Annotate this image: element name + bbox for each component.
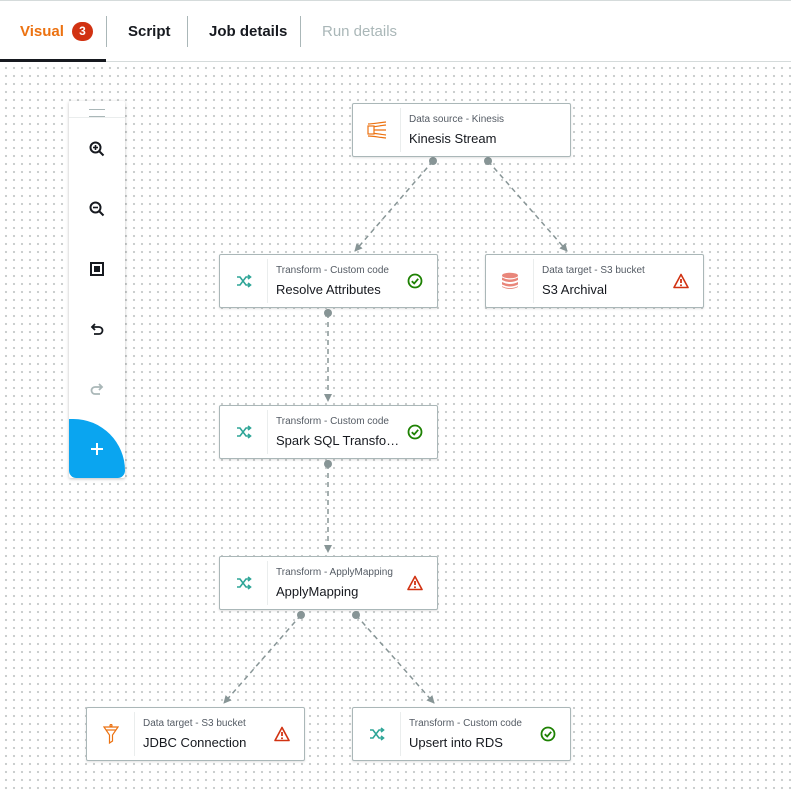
warning-icon (407, 575, 423, 591)
fit-to-screen-button[interactable] (85, 257, 109, 281)
redo-icon (90, 382, 104, 396)
success-icon (540, 726, 556, 742)
undo-icon (90, 322, 104, 336)
node-type-label: Data source - Kinesis (409, 114, 504, 125)
s3-bucket-icon (501, 272, 519, 290)
kinesis-icon (367, 121, 387, 139)
node-type-label: Data target - S3 bucket (143, 718, 246, 729)
node-name: ApplyMapping (276, 584, 402, 599)
zoom-out-icon (89, 201, 105, 217)
node-resolve-attributes[interactable]: Transform - Custom code Resolve Attribut… (219, 254, 438, 308)
node-icon-box (486, 255, 534, 307)
node-jdbc-connection[interactable]: Data target - S3 bucket JDBC Connection (86, 707, 305, 761)
warning-icon (673, 273, 689, 289)
filter-icon (103, 724, 119, 744)
edge-handle[interactable] (429, 157, 437, 165)
node-type-label: Data target - S3 bucket (542, 265, 645, 276)
warning-icon (274, 726, 290, 742)
node-name: Kinesis Stream (409, 131, 535, 146)
node-icon-box (353, 104, 401, 156)
node-upsert-into-rds[interactable]: Transform - Custom code Upsert into RDS (352, 707, 571, 761)
node-type-label: Transform - Custom code (409, 718, 522, 729)
node-type-label: Transform - Custom code (276, 265, 389, 276)
node-icon-box (353, 708, 401, 760)
zoom-in-button[interactable] (85, 137, 109, 161)
node-kinesis-stream[interactable]: Data source - Kinesis Kinesis Stream (352, 103, 571, 157)
shuffle-icon (369, 727, 385, 741)
edge-handle[interactable] (324, 309, 332, 317)
edge-handle[interactable] (297, 611, 305, 619)
edge-kinesis-s3archival[interactable] (488, 161, 567, 251)
edge-handle[interactable] (324, 460, 332, 468)
shuffle-icon (236, 425, 252, 439)
edge-applymapping-upsert[interactable] (356, 615, 434, 703)
node-icon-box (220, 406, 268, 458)
node-icon-box (87, 708, 135, 760)
zoom-in-icon (89, 141, 105, 157)
toolbar-divider (69, 117, 125, 118)
edge-kinesis-resolve[interactable] (355, 161, 433, 251)
shuffle-icon (236, 576, 252, 590)
node-name: JDBC Connection (143, 735, 269, 750)
node-type-label: Transform - Custom code (276, 416, 389, 427)
node-name: Resolve Attributes (276, 282, 402, 297)
edge-applymapping-jdbc[interactable] (224, 615, 301, 703)
node-name: Upsert into RDS (409, 735, 535, 750)
node-name: S3 Archival (542, 282, 668, 297)
node-type-label: Transform - ApplyMapping (276, 567, 393, 578)
node-applymapping[interactable]: Transform - ApplyMapping ApplyMapping (219, 556, 438, 610)
drag-handle[interactable] (89, 109, 105, 117)
success-icon (407, 273, 423, 289)
plus-icon (90, 442, 104, 456)
fit-to-screen-icon (90, 262, 104, 276)
edge-handle[interactable] (352, 611, 360, 619)
shuffle-icon (236, 274, 252, 288)
node-name: Spark SQL Transform... (276, 433, 402, 448)
node-spark-sql-transform[interactable]: Transform - Custom code Spark SQL Transf… (219, 405, 438, 459)
node-icon-box (220, 557, 268, 609)
node-icon-box (220, 255, 268, 307)
undo-button[interactable] (85, 317, 109, 341)
edge-handle[interactable] (484, 157, 492, 165)
success-icon (407, 424, 423, 440)
node-s3-archival[interactable]: Data target - S3 bucket S3 Archival (485, 254, 704, 308)
zoom-out-button[interactable] (85, 197, 109, 221)
redo-button[interactable] (85, 377, 109, 401)
